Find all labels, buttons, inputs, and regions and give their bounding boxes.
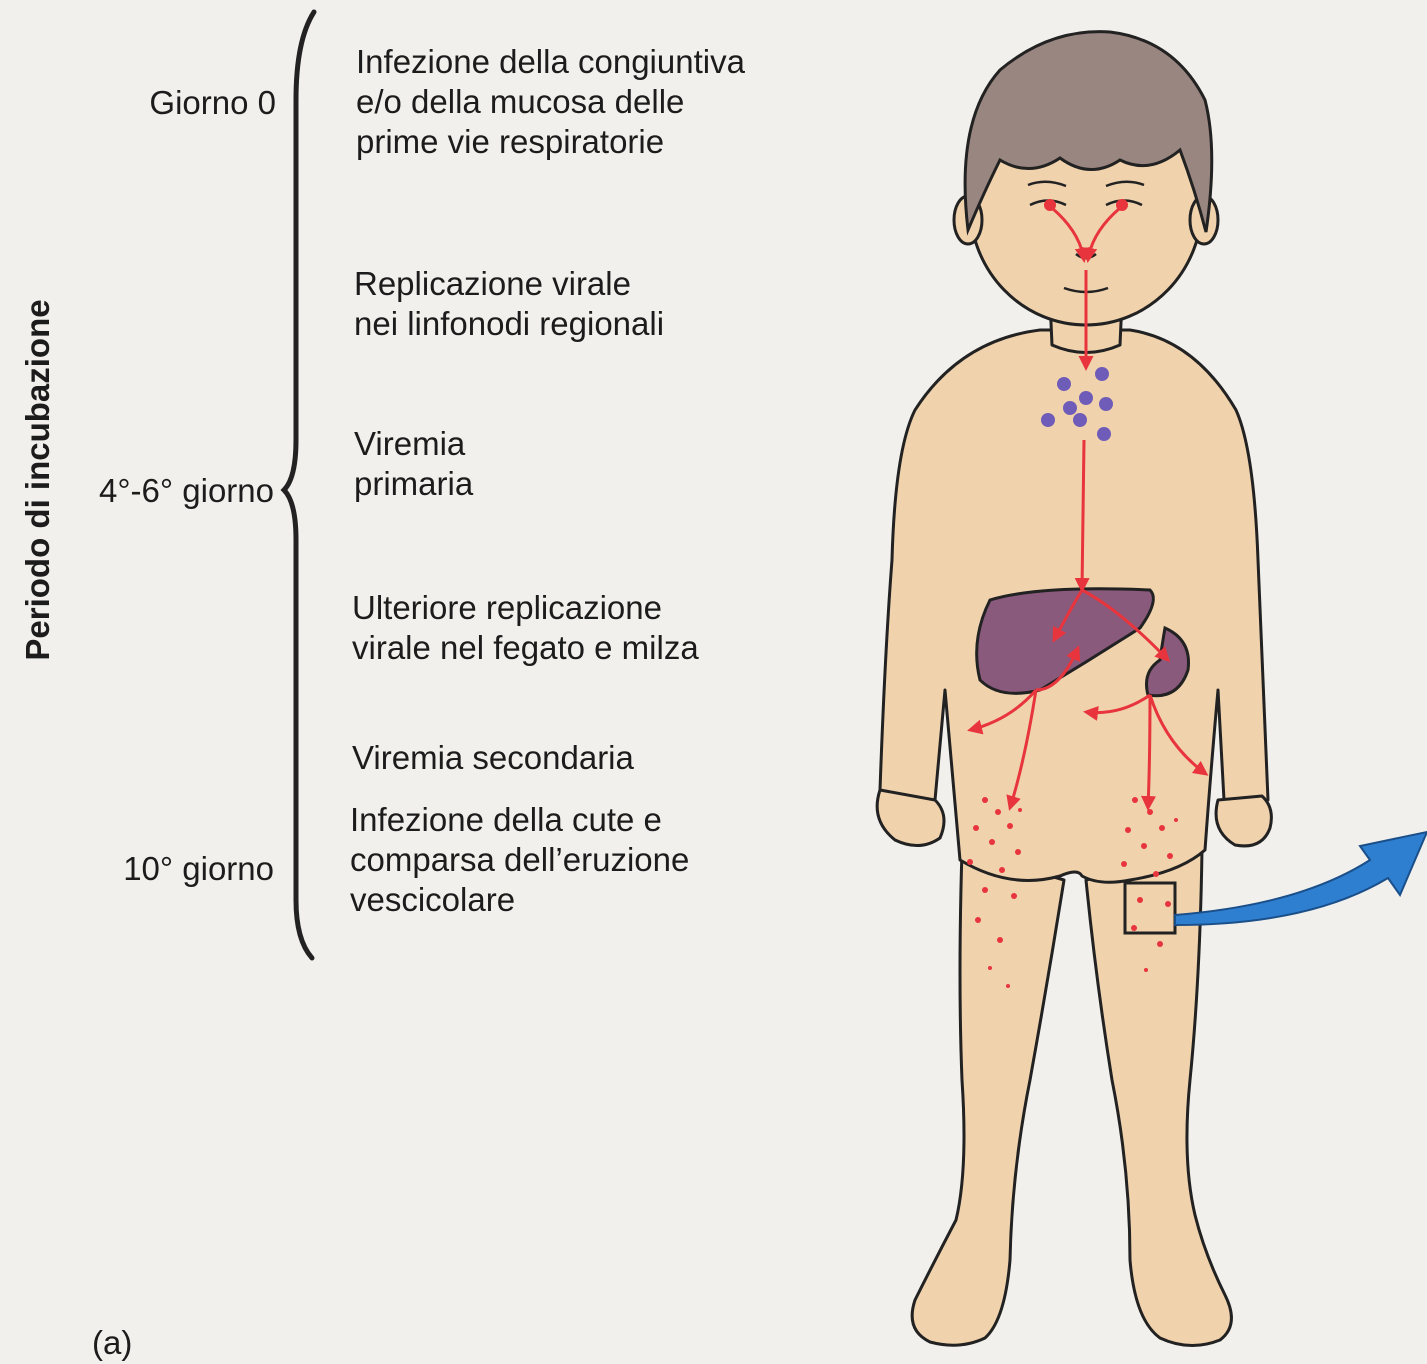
right-hand bbox=[1216, 796, 1271, 846]
left-leg bbox=[912, 850, 1064, 1345]
callout-arrow bbox=[1175, 832, 1427, 925]
left-hand bbox=[877, 790, 944, 846]
timeline-brace bbox=[284, 12, 314, 958]
